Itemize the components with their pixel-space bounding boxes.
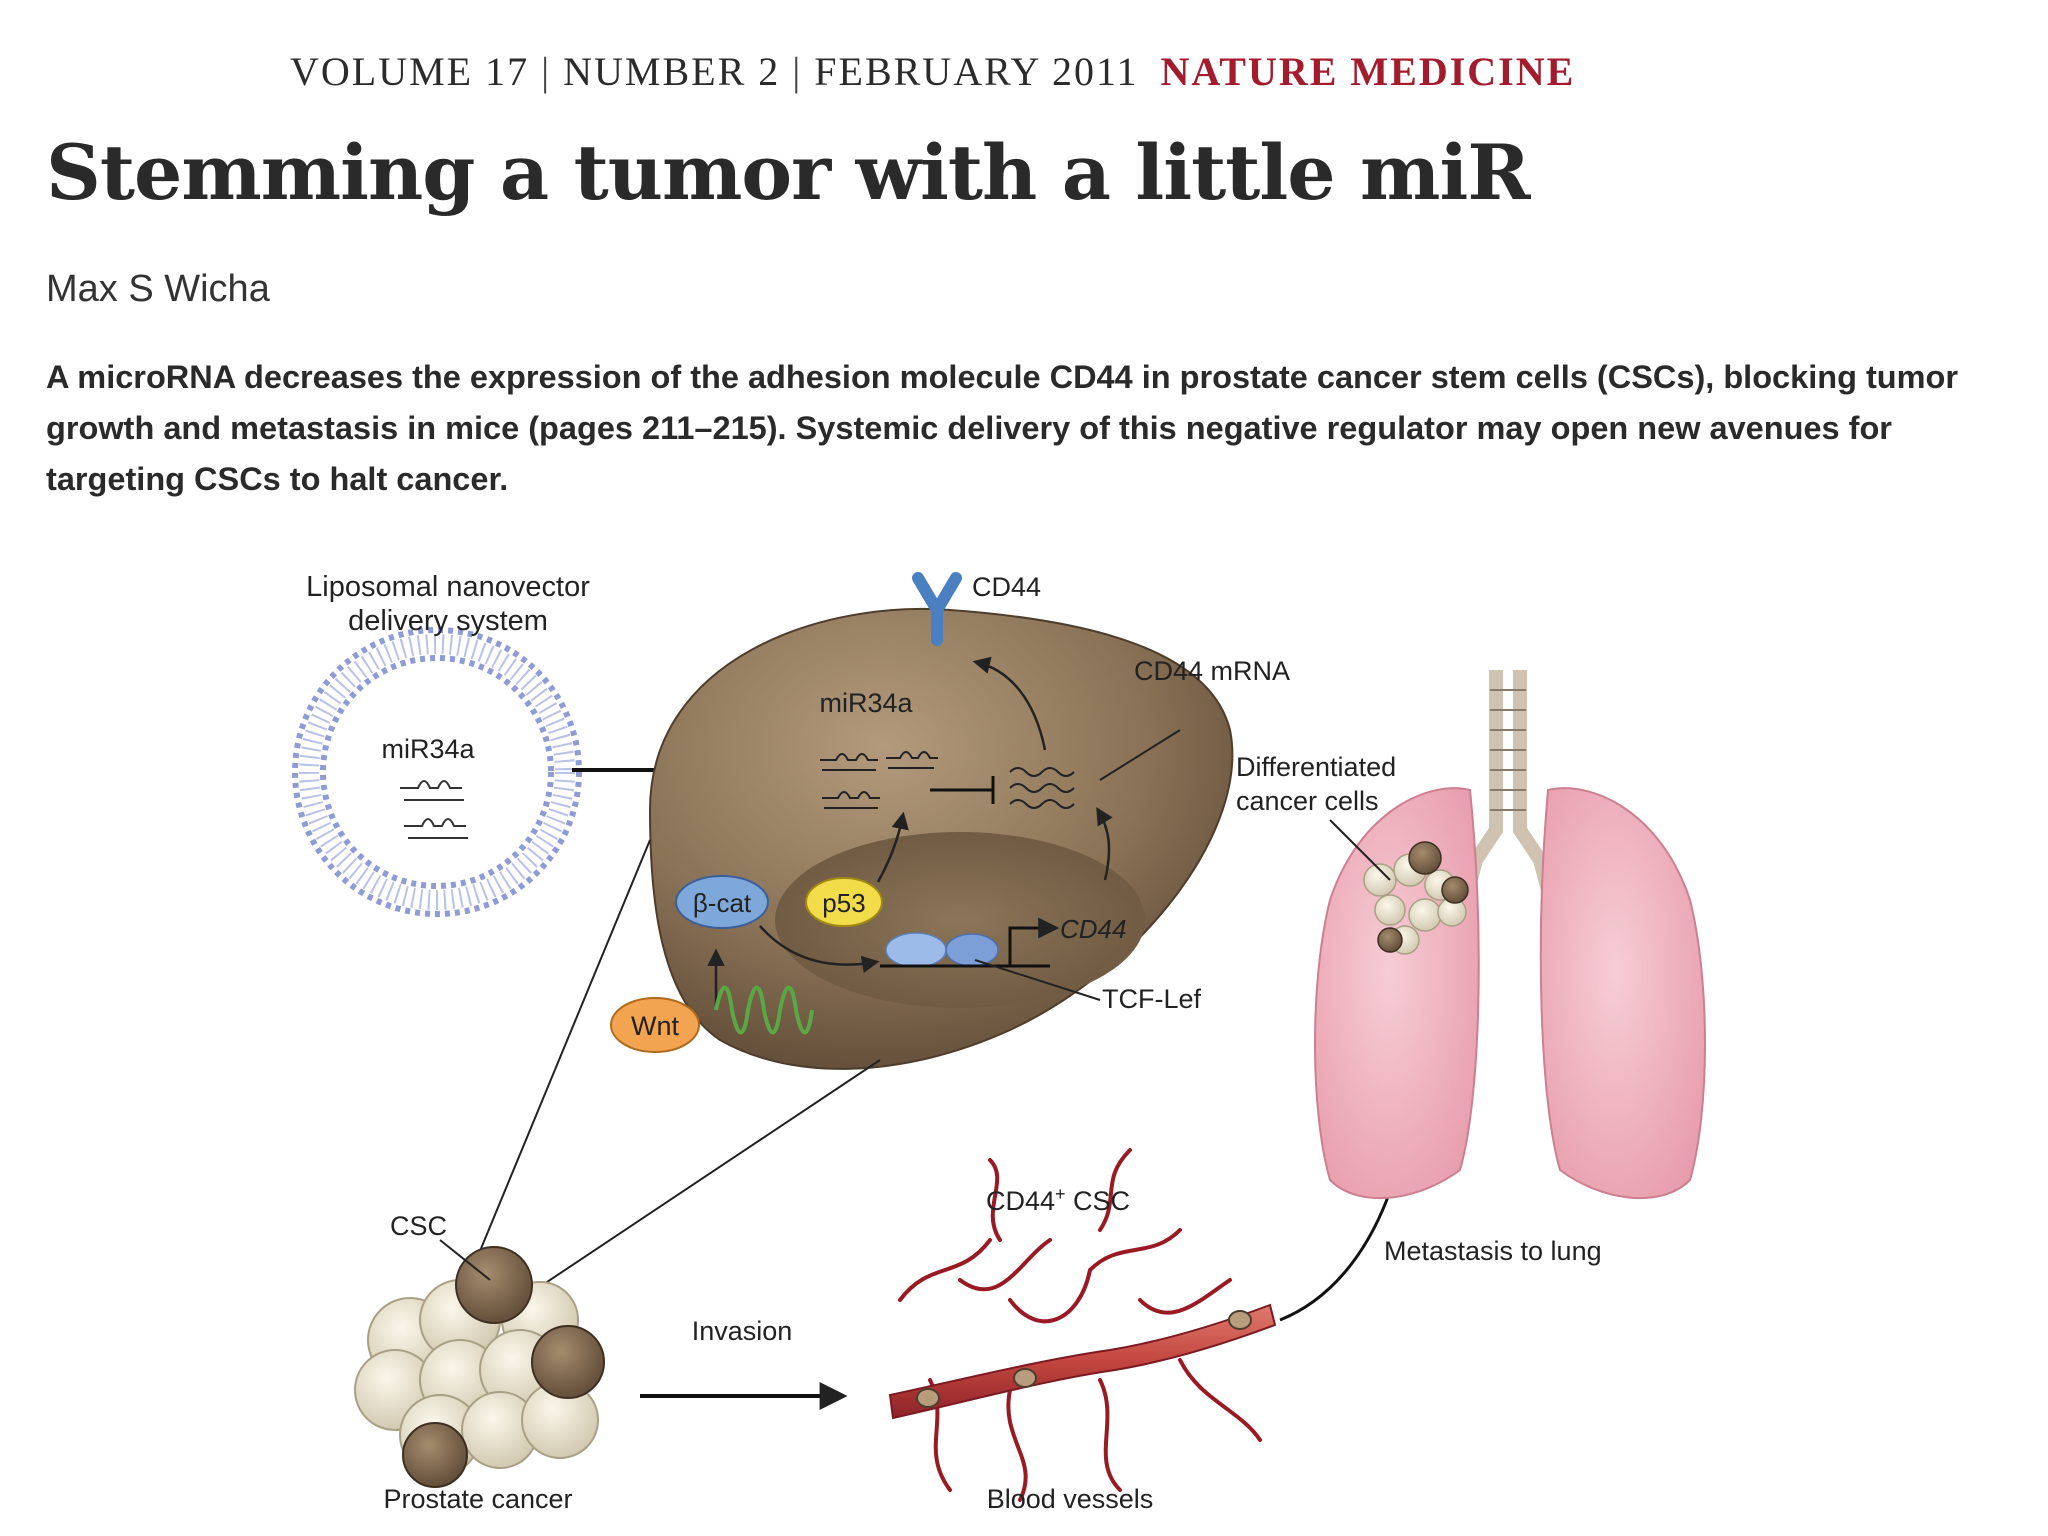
left-lung bbox=[1315, 788, 1479, 1198]
volume: VOLUME 17 bbox=[290, 49, 529, 94]
differentiated-label-line2: cancer cells bbox=[1236, 786, 1379, 816]
stem-cell bbox=[403, 1423, 467, 1487]
article-title: Stemming a tumor with a little miR bbox=[46, 128, 1529, 217]
liposome: Liposomal nanovector delivery system miR… bbox=[295, 571, 590, 914]
prostate-tumor bbox=[355, 1247, 604, 1487]
liposome-label-line1: Liposomal nanovector bbox=[306, 571, 590, 603]
liposome-inner-heads bbox=[323, 658, 551, 886]
invasion-label: Invasion bbox=[692, 1316, 793, 1346]
liposome-mir-label: miR34a bbox=[381, 734, 475, 764]
prostate-cancer-label: Prostate cancer bbox=[383, 1484, 572, 1514]
liposome-outer-heads bbox=[295, 630, 579, 914]
mirna-icon bbox=[400, 781, 464, 800]
figure: Liposomal nanovector delivery system miR… bbox=[0, 540, 2048, 1536]
wnt-label: Wnt bbox=[631, 1011, 680, 1041]
p53-label: p53 bbox=[822, 888, 865, 918]
stem-cell bbox=[456, 1247, 532, 1323]
issue-date: FEBRUARY 2011 bbox=[814, 49, 1138, 94]
metastasis-label: Metastasis to lung bbox=[1384, 1236, 1602, 1266]
separator: | bbox=[541, 49, 551, 94]
cd44-mrna-label: CD44 mRNA bbox=[1134, 656, 1290, 686]
mirna-icon bbox=[404, 819, 468, 838]
stem-cell bbox=[1409, 842, 1441, 874]
tumor-cell bbox=[1409, 899, 1441, 931]
cd44-csc-superscript: + bbox=[1055, 1184, 1066, 1204]
csc-label: CSC bbox=[390, 1211, 447, 1241]
tumor-cell bbox=[1375, 895, 1405, 925]
circulating-csc bbox=[1229, 1311, 1251, 1329]
tcf-lef-protein bbox=[946, 934, 998, 966]
lungs bbox=[1315, 670, 1705, 1198]
liposome-membrane bbox=[309, 644, 565, 900]
journal-name: NATURE MEDICINE bbox=[1160, 49, 1575, 94]
standfirst: A microRNA decreases the expression of t… bbox=[46, 352, 2006, 505]
right-lung bbox=[1541, 788, 1705, 1198]
beta-cat-label: β-cat bbox=[693, 888, 752, 918]
liposome-label-line2: delivery system bbox=[348, 605, 548, 637]
tcf-lef-protein bbox=[886, 933, 946, 967]
blood-vessels-label: Blood vessels bbox=[987, 1484, 1154, 1514]
cd44-csc-tail: CSC bbox=[1066, 1186, 1131, 1216]
cd44-gene-label: CD44 bbox=[1060, 914, 1126, 944]
cd44-csc-main: CD44 bbox=[986, 1186, 1055, 1216]
masthead: VOLUME 17 | NUMBER 2 | FEBRUARY 2011 NATURE M… bbox=[290, 48, 1575, 95]
stem-cell bbox=[532, 1326, 604, 1398]
circulating-csc bbox=[917, 1389, 939, 1407]
tcf-lef-label: TCF-Lef bbox=[1102, 984, 1202, 1014]
author: Max S Wicha bbox=[46, 268, 270, 311]
cd44-csc-label: CD44+ CSC bbox=[986, 1184, 1130, 1216]
stem-cell bbox=[1442, 877, 1468, 903]
cell-mir-label: miR34a bbox=[819, 688, 913, 718]
differentiated-label-line1: Differentiated bbox=[1236, 752, 1396, 782]
separator: | bbox=[792, 49, 802, 94]
stem-cell bbox=[1378, 928, 1402, 952]
circulating-csc bbox=[1014, 1369, 1036, 1387]
zoom-line bbox=[520, 1060, 880, 1300]
zoom-line bbox=[468, 840, 650, 1280]
cd44-receptor-label: CD44 bbox=[972, 572, 1041, 602]
issue-number: NUMBER 2 bbox=[563, 49, 780, 94]
